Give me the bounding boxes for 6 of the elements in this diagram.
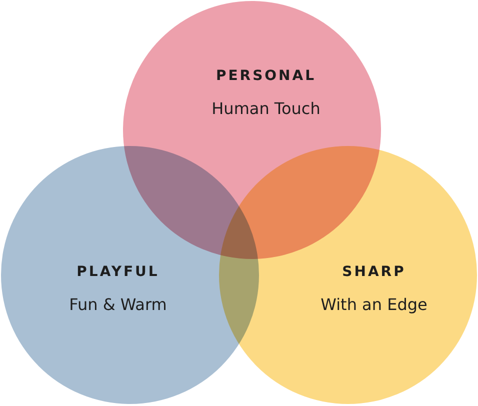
circle-heading: PERSONAL <box>216 68 316 84</box>
circle-subtitle: Fun & Warm <box>69 295 167 314</box>
circle-subtitle: Human Touch <box>212 99 320 118</box>
circle-heading: PLAYFUL <box>76 264 160 280</box>
circle-subtitle: With an Edge <box>320 295 428 314</box>
circle-heading: SHARP <box>342 264 406 280</box>
